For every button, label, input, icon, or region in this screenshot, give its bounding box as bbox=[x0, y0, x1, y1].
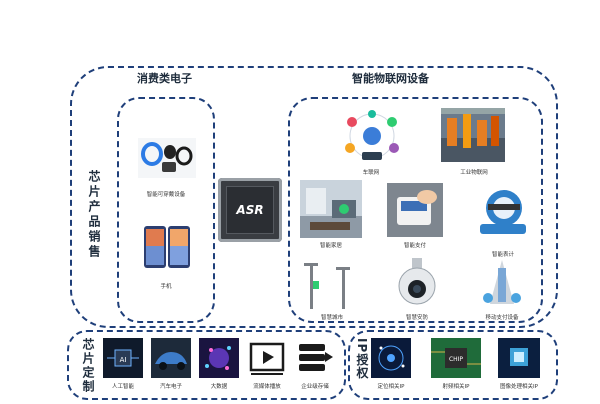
smart-payment-image bbox=[387, 183, 443, 237]
consumer-container bbox=[117, 97, 215, 323]
ai-image: AI bbox=[103, 338, 143, 378]
big-data-caption: 大数据 bbox=[210, 384, 228, 390]
automotive-caption: 汽车电子 bbox=[159, 384, 183, 390]
automotive-image bbox=[151, 338, 191, 378]
positioning-ip-caption: 定位相关IP bbox=[377, 384, 405, 390]
industrial-iot-image bbox=[441, 108, 505, 162]
smart-meter-image bbox=[474, 182, 532, 242]
mobile-payment-device-image bbox=[478, 258, 526, 308]
ip-label: IP授权 bbox=[355, 338, 369, 380]
vehicle-network-caption: 车联网 bbox=[362, 170, 380, 176]
chip-brand: ASR bbox=[236, 203, 264, 217]
smart-security-caption: 智慧安防 bbox=[405, 315, 429, 321]
phone-caption: 手机 bbox=[160, 284, 172, 290]
big-data-image bbox=[199, 338, 239, 378]
vehicle-network-image bbox=[338, 108, 406, 164]
ai-caption: 人工智能 bbox=[111, 384, 135, 390]
smart-meter-caption: 智能表计 bbox=[491, 252, 515, 258]
rf-ip-caption: 射频相关IP bbox=[442, 384, 470, 390]
rf-ip-image: CHIP bbox=[431, 338, 481, 378]
consumer-label: 消费类电子 bbox=[137, 72, 192, 85]
phone-image bbox=[140, 224, 196, 270]
image-processing-ip-image bbox=[498, 338, 540, 378]
asr-chip-image: ASR bbox=[218, 178, 282, 242]
positioning-ip-image bbox=[371, 338, 411, 378]
mobile-payment-device-caption: 移动支付设备 bbox=[485, 315, 519, 321]
smart-city-image bbox=[298, 259, 360, 311]
image-processing-ip-caption: 图像处理相关IP bbox=[500, 384, 538, 390]
smart-home-image bbox=[300, 180, 362, 238]
streaming-image bbox=[247, 338, 287, 378]
enterprise-storage-caption: 企业级存储 bbox=[301, 384, 329, 390]
chip-sales-label: 芯片产品销售 bbox=[87, 170, 101, 260]
svg-text:CHIP: CHIP bbox=[449, 356, 463, 363]
ip-container bbox=[348, 330, 558, 400]
wearables-image bbox=[138, 138, 196, 178]
smart-security-image bbox=[392, 256, 442, 308]
industrial-iot-caption: 工业物联网 bbox=[460, 170, 488, 176]
smart-home-caption: 智能家居 bbox=[319, 243, 343, 249]
custom-container bbox=[67, 330, 346, 400]
iot-label: 智能物联网设备 bbox=[352, 72, 429, 85]
smart-payment-caption: 智能支付 bbox=[403, 243, 427, 249]
smart-city-caption: 智慧城市 bbox=[320, 315, 344, 321]
iot-container bbox=[288, 97, 543, 323]
wearables-caption: 智能可穿戴设备 bbox=[146, 192, 186, 198]
custom-label: 芯片定制 bbox=[81, 338, 95, 394]
enterprise-storage-image bbox=[295, 338, 335, 378]
streaming-caption: 流媒体播放 bbox=[253, 384, 281, 390]
svg-text:AI: AI bbox=[120, 356, 127, 364]
chip-sales-container bbox=[70, 66, 558, 328]
